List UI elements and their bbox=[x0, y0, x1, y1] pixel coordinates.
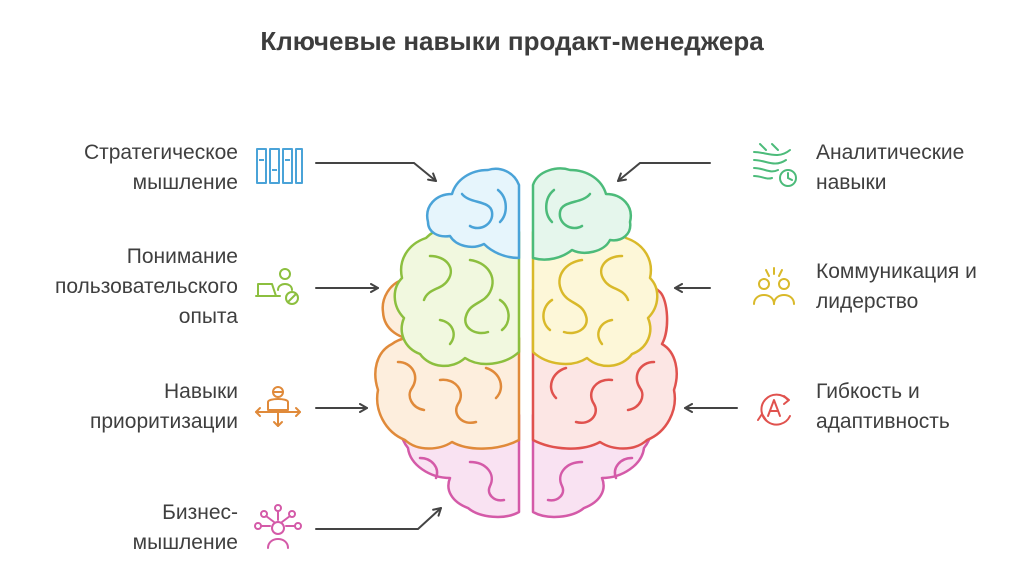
label-line: мышление bbox=[132, 531, 238, 554]
label-prioritization: Навыки приоритизации bbox=[90, 377, 238, 437]
balance-person-icon bbox=[255, 386, 301, 427]
label-line: Понимание bbox=[126, 245, 238, 268]
label-flexibility: Гибкость и адаптивность bbox=[816, 377, 950, 437]
columns-icon bbox=[256, 148, 303, 184]
label-line: Навыки bbox=[163, 380, 238, 403]
label-strategic-thinking: Стратегическое мышление bbox=[84, 138, 238, 198]
label-line: приоритизации bbox=[89, 410, 238, 433]
label-line: Бизнес- bbox=[162, 501, 238, 524]
arrows bbox=[315, 162, 738, 530]
arrow-strategic bbox=[315, 162, 437, 182]
label-business-thinking: Бизнес- мышление bbox=[133, 498, 238, 558]
arrow-business bbox=[315, 507, 442, 530]
label-line: мышление bbox=[132, 171, 238, 194]
team-icon bbox=[753, 267, 795, 305]
data-clock-icon bbox=[753, 143, 797, 187]
label-line: пользовательского bbox=[54, 275, 238, 298]
label-analytics: Аналитические навыки bbox=[816, 138, 964, 198]
label-line: адаптивность bbox=[816, 410, 950, 433]
label-line: Гибкость и bbox=[816, 380, 920, 403]
label-communication: Коммуникация и лидерство bbox=[816, 257, 977, 317]
label-line: Коммуникация и bbox=[816, 260, 977, 283]
label-line: навыки bbox=[816, 171, 887, 194]
left-hemisphere bbox=[374, 167, 521, 519]
adapt-a-icon bbox=[757, 393, 791, 426]
label-line: опыта bbox=[178, 305, 238, 328]
label-line: Стратегическое bbox=[83, 141, 238, 164]
right-hemisphere bbox=[531, 167, 678, 519]
network-person-icon bbox=[254, 504, 302, 549]
brain-lobe-strategic bbox=[425, 167, 521, 260]
brain-lobe-analytics bbox=[531, 167, 633, 261]
page-title: Ключевые навыки продакт-менеджера bbox=[260, 26, 764, 56]
arrow-analytics bbox=[617, 162, 711, 182]
label-line: лидерство bbox=[816, 290, 919, 313]
user-laptop-icon bbox=[255, 268, 299, 305]
label-ux-understanding: Понимание пользовательского опыта bbox=[55, 242, 238, 332]
label-line: Аналитические bbox=[816, 141, 965, 164]
